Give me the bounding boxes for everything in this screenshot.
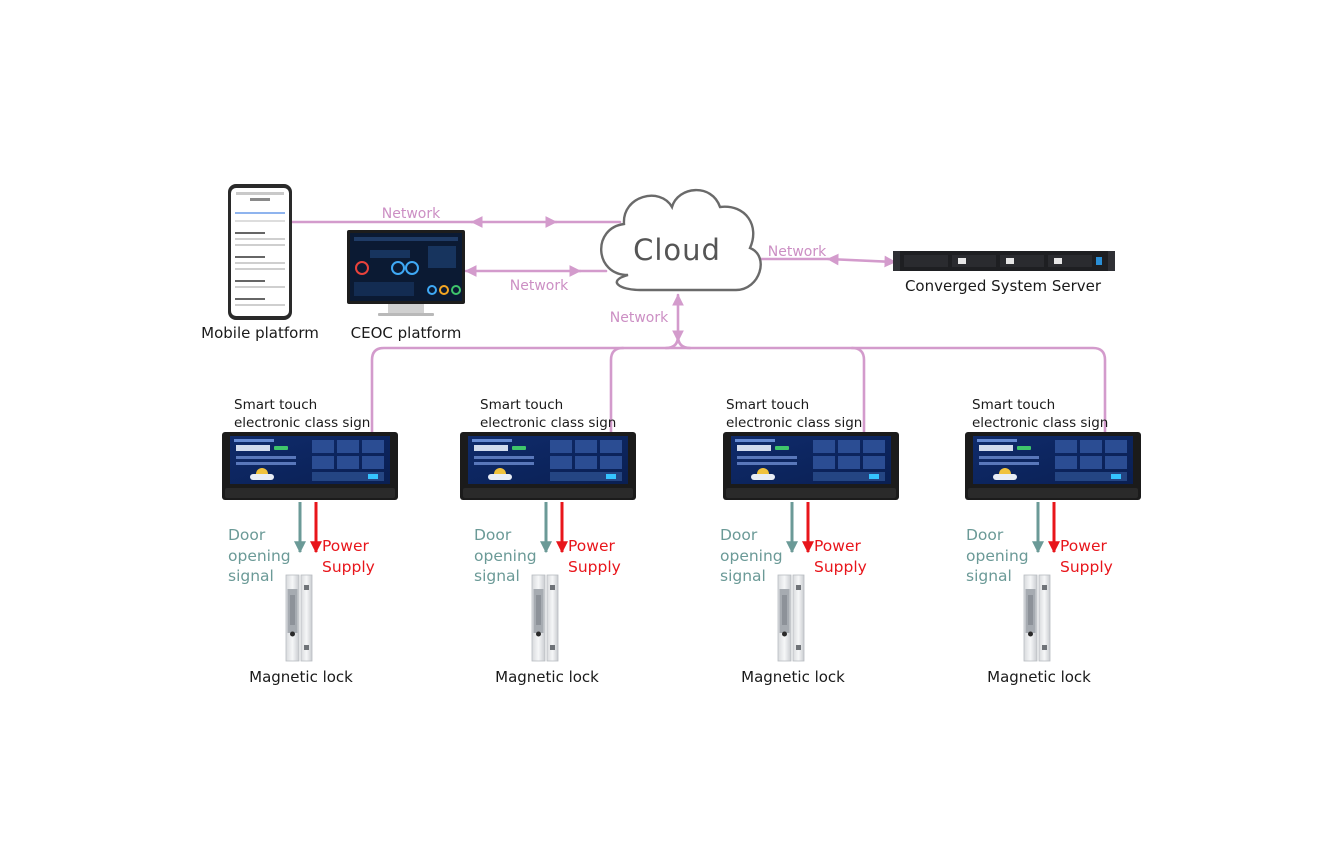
unit-2: Smart touch electronic class sign Door o… — [460, 397, 636, 686]
network-label: Network — [382, 206, 441, 222]
signal-label-line2: opening — [966, 547, 1029, 565]
lock-label: Magnetic lock — [495, 668, 599, 686]
magnetic-lock-icon — [285, 574, 313, 662]
lock-label: Magnetic lock — [249, 668, 353, 686]
mobile-phone-icon — [228, 184, 292, 320]
sign-label-line1: Smart touch — [234, 397, 317, 413]
power-label-line2: Supply — [1060, 558, 1113, 576]
class-sign-device — [222, 432, 398, 500]
power-label-line2: Supply — [814, 558, 867, 576]
unit-1: Smart touch electronic class sign Door o… — [222, 397, 398, 686]
magnetic-lock-icon — [531, 574, 559, 662]
sign-label-line2: electronic class sign — [726, 415, 862, 431]
lock-label: Magnetic lock — [987, 668, 1091, 686]
power-label-line2: Supply — [322, 558, 375, 576]
signal-label-line1: Door — [228, 526, 266, 544]
power-label-line2: Supply — [568, 558, 621, 576]
server-label: Converged System Server — [905, 277, 1102, 295]
server-icon — [893, 251, 1115, 271]
magnetic-lock-icon — [777, 574, 805, 662]
signal-label-line1: Door — [720, 526, 758, 544]
lock-label: Magnetic lock — [741, 668, 845, 686]
class-sign-device — [965, 432, 1141, 500]
signal-label-line2: opening — [228, 547, 291, 565]
signal-label-line3: signal — [720, 567, 766, 585]
signal-label-line3: signal — [474, 567, 520, 585]
power-label-line1: Power — [814, 537, 861, 555]
signal-label-line3: signal — [966, 567, 1012, 585]
magnetic-lock-icon — [1023, 574, 1051, 662]
signal-label-line1: Door — [474, 526, 512, 544]
signal-label-line1: Door — [966, 526, 1004, 544]
cloud-label: Cloud — [633, 233, 721, 267]
monitor-icon — [347, 230, 465, 316]
class-sign-device — [723, 432, 899, 500]
unit-3: Smart touch electronic class sign Door o… — [720, 397, 899, 686]
signal-label-line2: opening — [474, 547, 537, 565]
sign-label-line2: electronic class sign — [480, 415, 616, 431]
signal-label-line2: opening — [720, 547, 783, 565]
network-links — [290, 216, 1107, 434]
sign-label-line1: Smart touch — [726, 397, 809, 413]
power-label-line1: Power — [568, 537, 615, 555]
network-label: Network — [768, 244, 827, 260]
unit-4: Smart touch electronic class sign Door o… — [965, 397, 1141, 686]
power-label-line1: Power — [322, 537, 369, 555]
signal-label-line3: signal — [228, 567, 274, 585]
network-label: Network — [610, 310, 669, 326]
sign-label-line2: electronic class sign — [234, 415, 370, 431]
cloud-icon: Cloud — [600, 188, 762, 292]
sign-label-line1: Smart touch — [480, 397, 563, 413]
power-label-line1: Power — [1060, 537, 1107, 555]
ceoc-platform-label: CEOC platform — [351, 324, 462, 342]
sign-label-line2: electronic class sign — [972, 415, 1108, 431]
network-label: Network — [510, 278, 569, 294]
mobile-platform-label: Mobile platform — [201, 324, 319, 342]
sign-label-line1: Smart touch — [972, 397, 1055, 413]
class-sign-device — [460, 432, 636, 500]
